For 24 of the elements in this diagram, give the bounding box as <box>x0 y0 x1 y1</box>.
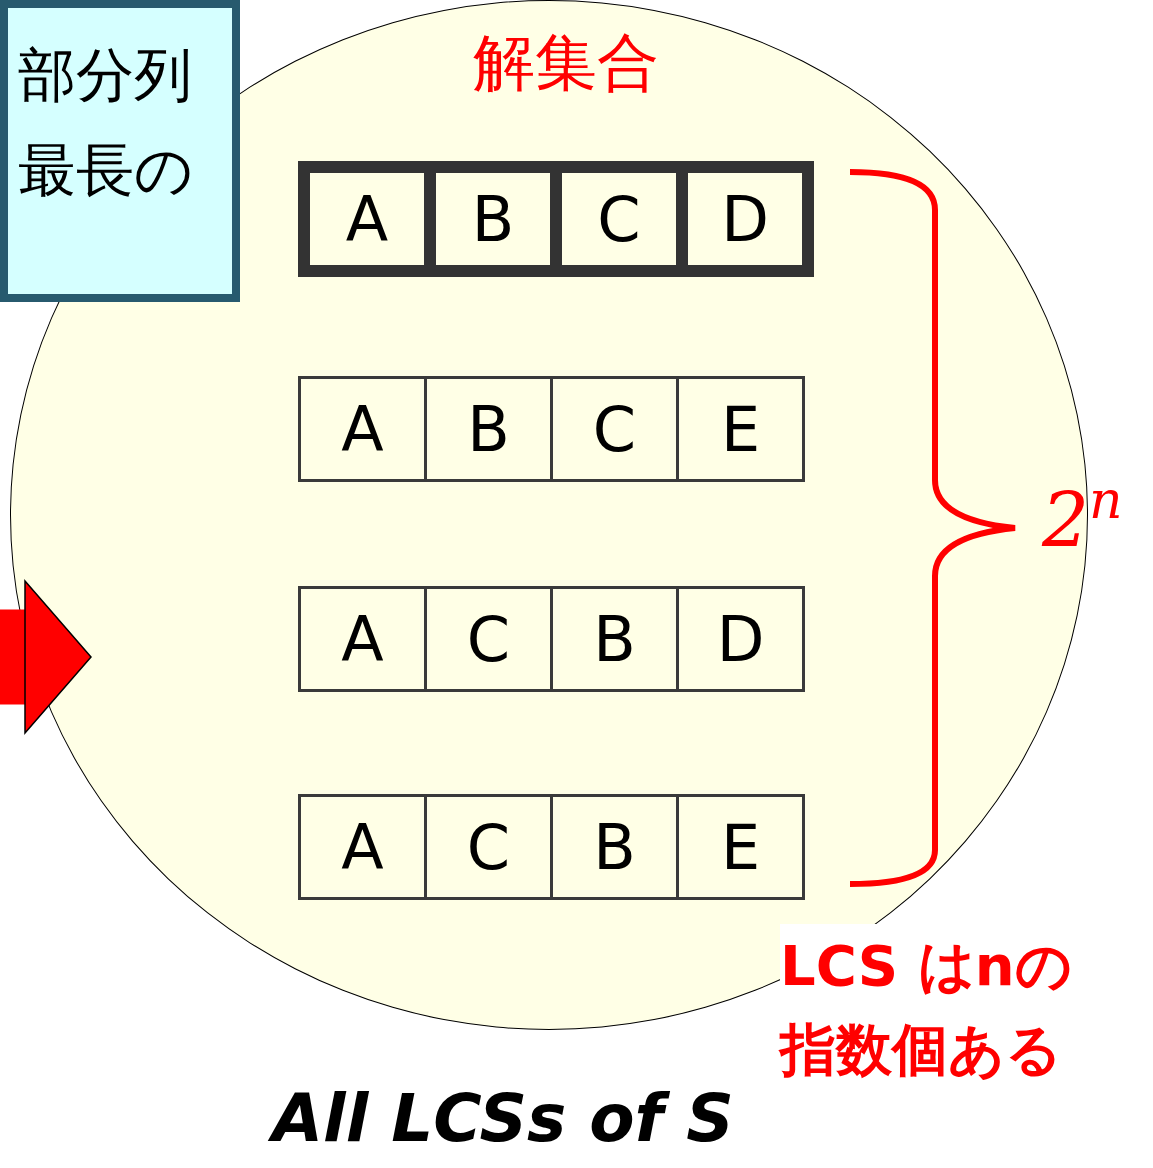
block-arrow <box>0 580 92 734</box>
letter-cell-text: A <box>344 181 390 258</box>
letter-cell: B <box>424 379 550 479</box>
letter-cell: D <box>676 173 802 265</box>
box-text: 部分列最長の <box>18 40 194 206</box>
letter-cell-text: A <box>340 391 385 468</box>
letter-cell: C <box>550 379 676 479</box>
sequence-row <box>298 586 805 692</box>
letter-cell: E <box>676 379 802 479</box>
letter-cell: E <box>676 797 802 897</box>
letter-cell: C <box>424 589 550 689</box>
letter-cell: D <box>676 589 802 689</box>
letter-cell: C <box>550 173 676 265</box>
sequence-row <box>298 376 805 482</box>
power-label: 2$^{n}$ <box>1042 470 1123 563</box>
letter-cell-text: A <box>340 809 385 886</box>
letter-cell: B <box>550 797 676 897</box>
sequence-row <box>298 794 805 900</box>
sequence-row <box>298 161 814 277</box>
letter-cell-text: A <box>340 601 385 678</box>
letter-cell: B <box>424 173 550 265</box>
circle-heading: 解集合 <box>472 29 660 98</box>
letter-cell: B <box>550 589 676 689</box>
letter-cell: C <box>424 797 550 897</box>
